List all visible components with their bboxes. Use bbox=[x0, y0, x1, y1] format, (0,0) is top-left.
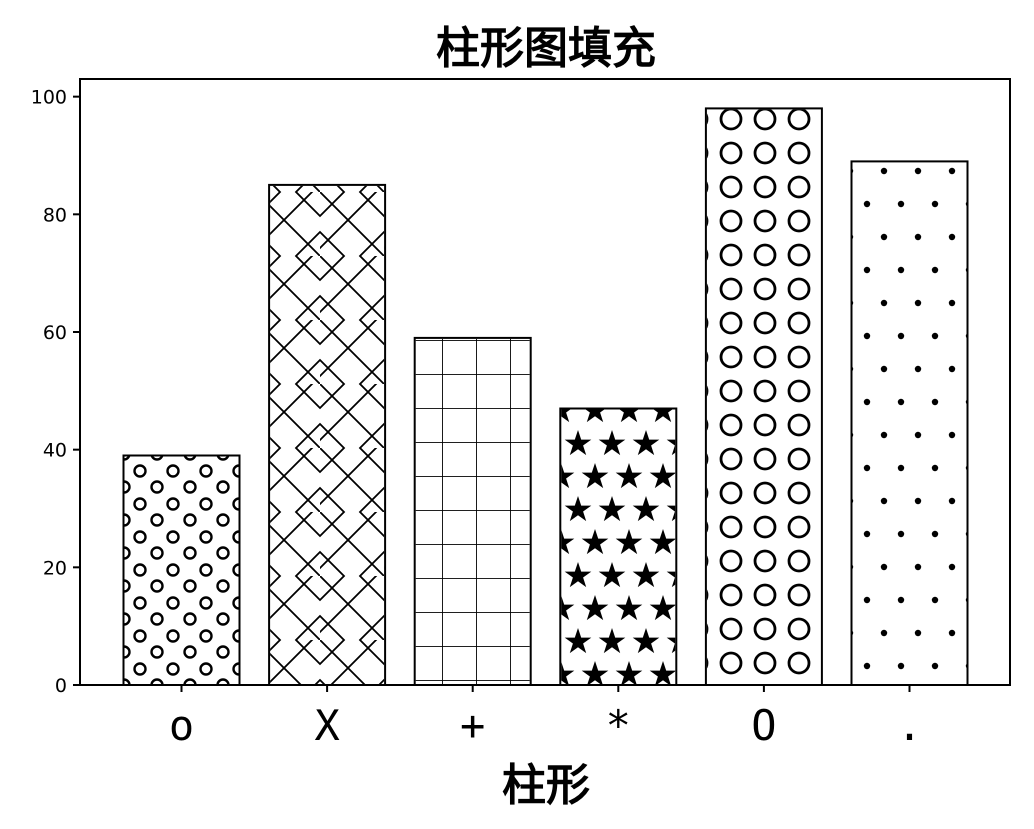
bars-group bbox=[122, 107, 969, 686]
x-tick-label-4: O bbox=[751, 701, 776, 750]
bar-hatch-3 bbox=[561, 409, 676, 684]
bar-hatch-2 bbox=[415, 338, 530, 684]
x-axis: o X + * O. bbox=[169, 685, 922, 750]
y-tick-label-4: 80 bbox=[43, 204, 67, 226]
bar-hatch-5 bbox=[852, 162, 967, 684]
plot-area-frame bbox=[79, 78, 1011, 686]
bar-hatch-0 bbox=[124, 456, 239, 684]
chart-title: 柱形图填充 bbox=[436, 23, 656, 74]
y-tick-label-5: 100 bbox=[31, 87, 67, 109]
bar-hatch-4 bbox=[706, 109, 821, 684]
y-tick-label-2: 40 bbox=[43, 440, 67, 462]
x-tick-label-5: . bbox=[897, 701, 922, 750]
x-tick-label-2: + bbox=[460, 701, 485, 750]
x-tick-label-0: o bbox=[169, 701, 194, 750]
y-axis: 0 20 40 60 80 100 bbox=[31, 87, 80, 697]
x-axis-label: 柱形 bbox=[502, 760, 590, 811]
x-tick-label-1: X bbox=[314, 701, 339, 750]
bar-hatch-1 bbox=[270, 185, 385, 684]
y-tick-label-0: 0 bbox=[55, 675, 67, 697]
x-tick-label-3: * bbox=[606, 701, 631, 750]
y-tick-label-3: 60 bbox=[43, 322, 67, 344]
y-tick-label-1: 20 bbox=[43, 557, 67, 579]
